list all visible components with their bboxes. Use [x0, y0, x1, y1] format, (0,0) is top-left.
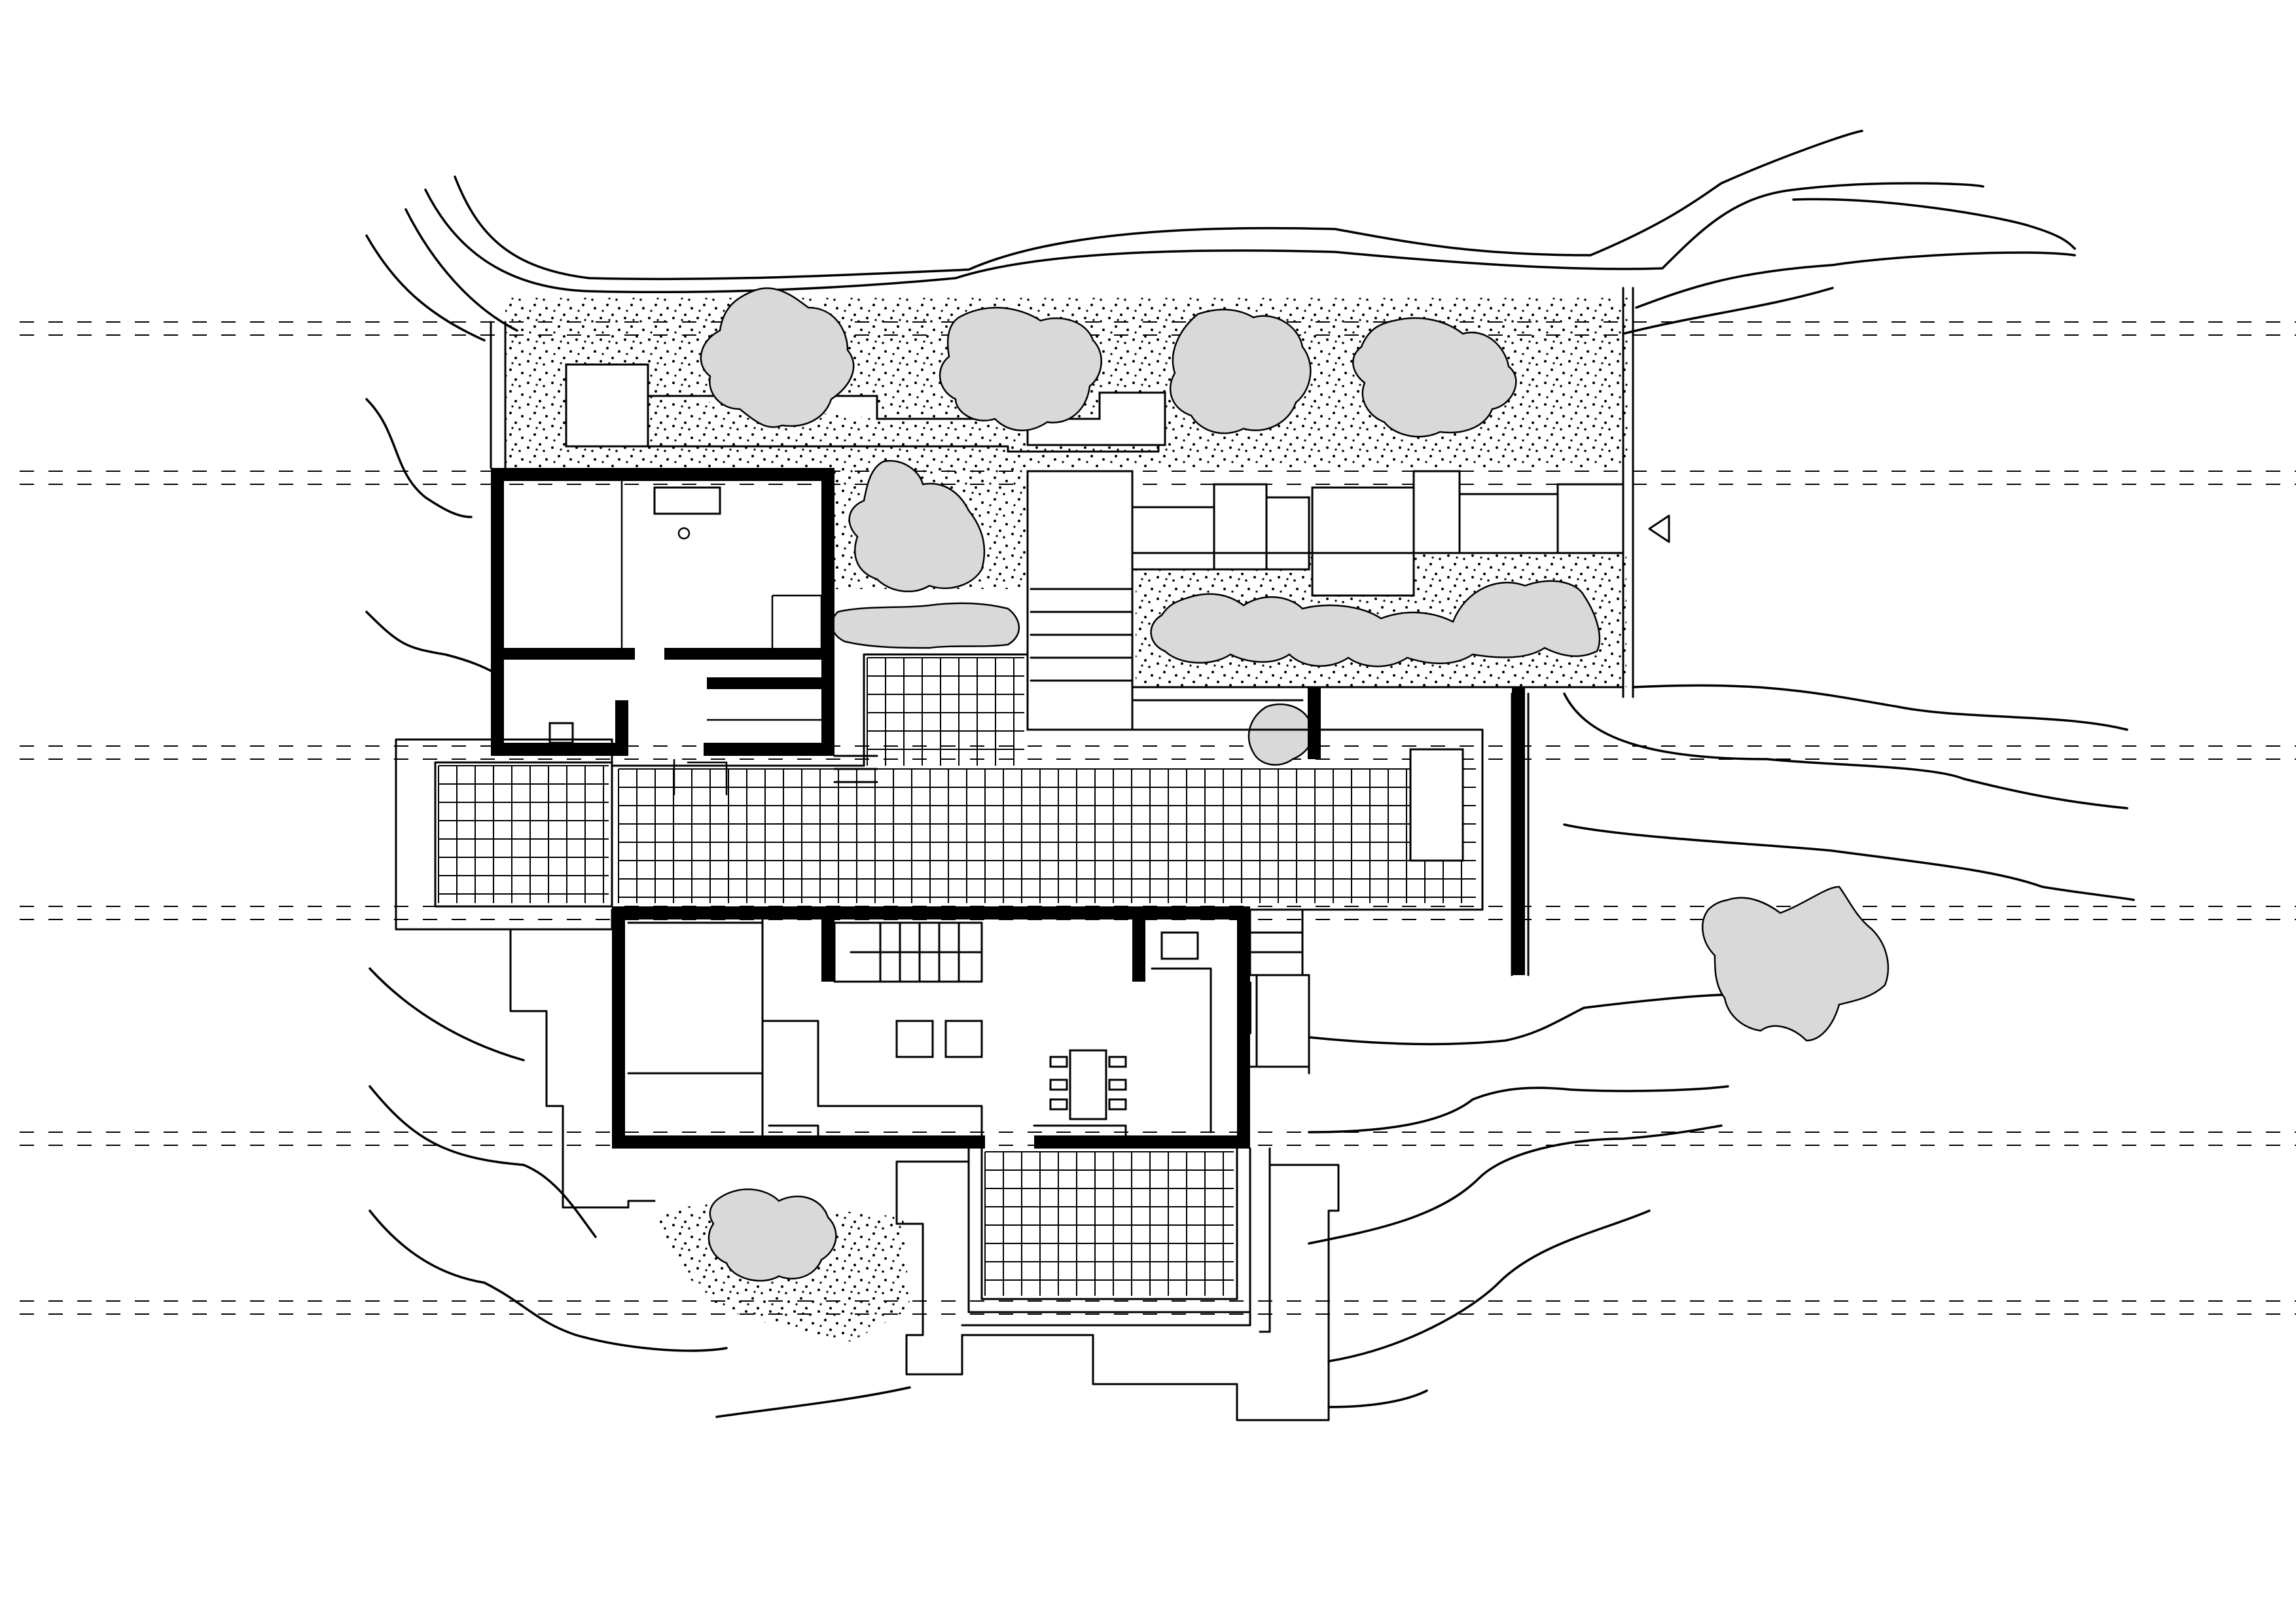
tree-8	[1247, 703, 1314, 766]
terrace-paving	[395, 653, 1530, 976]
dashed-grid-lines	[20, 321, 2296, 1315]
tree-4	[1352, 317, 1517, 438]
trees	[700, 287, 1890, 1282]
tree-6	[831, 602, 1020, 649]
tree-7	[1150, 580, 1601, 668]
tree-10	[708, 1188, 837, 1282]
stair-flights	[833, 588, 1304, 983]
contour-lines	[365, 130, 2135, 1418]
south-wing	[612, 906, 1251, 1149]
tree-9	[1702, 885, 1890, 1042]
paving-grid	[438, 657, 1476, 903]
tree-2	[939, 306, 1102, 431]
tree-5	[848, 459, 986, 592]
lower-terrace	[509, 928, 1340, 1421]
entrance-arrow-icon	[1648, 514, 1670, 543]
upper-garden	[490, 287, 1670, 731]
tree-1	[700, 287, 855, 428]
lower-paving-grid	[984, 1151, 1234, 1296]
dining-table	[1049, 1049, 1127, 1120]
tree-3	[1169, 308, 1312, 435]
